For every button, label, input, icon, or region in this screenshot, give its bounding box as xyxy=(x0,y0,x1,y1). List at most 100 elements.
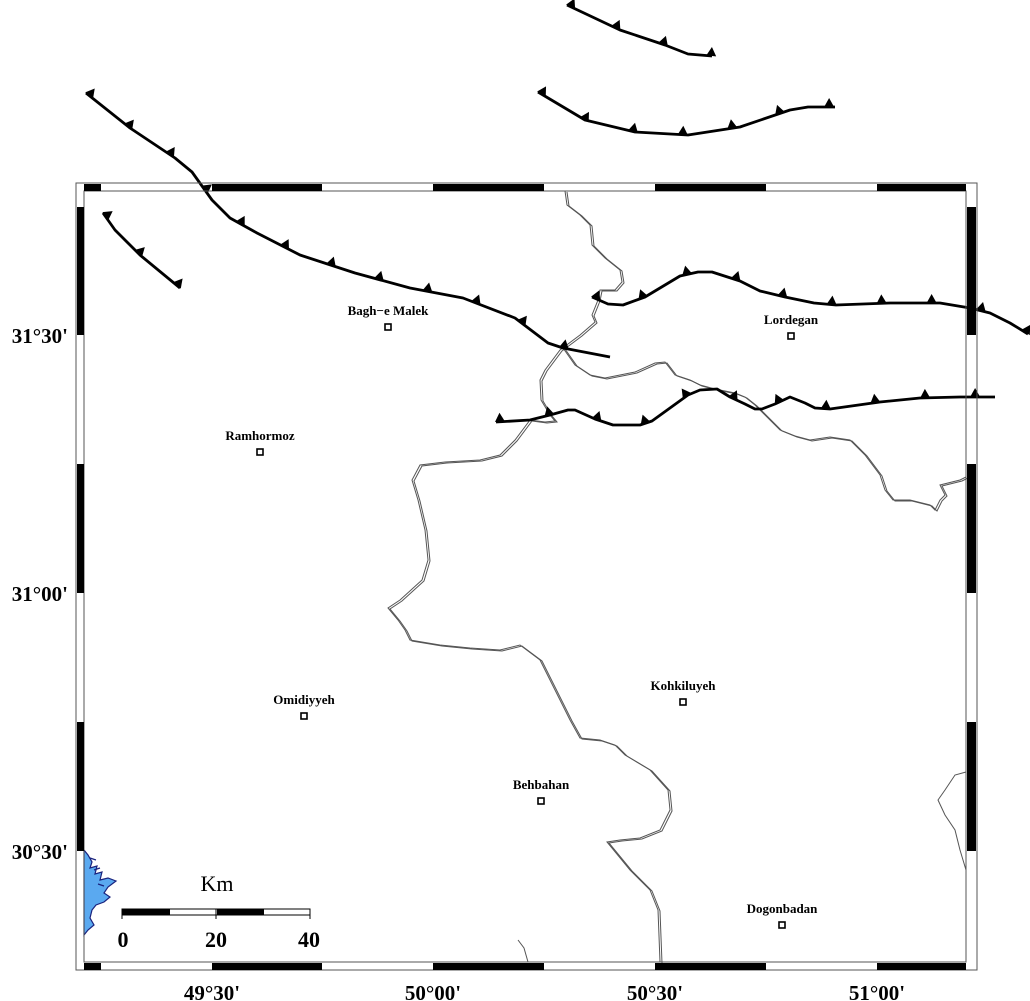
frame-tick xyxy=(77,207,84,335)
thrust-tooth-icon xyxy=(682,265,692,276)
city-marker-icon xyxy=(787,332,795,340)
scale-unit: Km xyxy=(201,871,234,896)
scale-label: 0 xyxy=(118,927,129,952)
thrust-tooth-icon xyxy=(681,388,691,399)
thrust-tooth-icon xyxy=(638,289,648,300)
frame-tick xyxy=(433,963,544,970)
frame-tick xyxy=(877,184,966,191)
thrust-tooth-icon xyxy=(727,119,738,129)
frame-tick xyxy=(84,963,101,970)
city-lordegan[interactable]: Lordegan xyxy=(764,312,819,340)
thrust-tooth-icon xyxy=(537,86,547,97)
thrust-tooth-icon xyxy=(173,278,183,289)
thrust-tooth-icon xyxy=(235,215,245,227)
thrust-tooth-icon xyxy=(495,412,505,423)
river xyxy=(937,771,967,871)
river-bank xyxy=(389,191,673,964)
thrust-tooth-icon xyxy=(728,390,738,401)
thrust-tooth-icon xyxy=(102,211,113,221)
thrust-tooth-icon xyxy=(280,239,289,250)
thrust-tooth-icon xyxy=(422,282,433,293)
fault-line xyxy=(566,3,713,58)
lon-label: 49°30' xyxy=(184,981,240,1001)
city-bagh-e-malek[interactable]: Bagh−e Malek xyxy=(348,303,429,331)
fault-line xyxy=(495,387,995,427)
thrust-tooth-icon xyxy=(777,287,788,298)
thrust-tooth-icon xyxy=(1021,324,1030,336)
city-marker-icon xyxy=(778,921,786,929)
frame-tick xyxy=(77,722,84,851)
city-label: Omidiyyeh xyxy=(273,692,335,707)
city-label: Kohkiluyeh xyxy=(650,678,716,693)
thrust-tooth-icon xyxy=(591,290,601,301)
thrust-tooth-icon xyxy=(876,294,887,304)
scale-bar: Km 0 20 40 xyxy=(118,871,321,952)
thrust-faults xyxy=(85,0,1030,427)
frame-tick xyxy=(77,464,84,593)
fault-line xyxy=(101,212,181,290)
thrust-tooth-icon xyxy=(730,271,741,282)
lon-label: 50°30' xyxy=(627,981,683,1001)
frame-tick xyxy=(212,963,322,970)
fault-line xyxy=(85,91,611,359)
thrust-tooth-icon xyxy=(826,295,837,306)
thrust-tooth-icon xyxy=(580,111,589,123)
thrust-tooth-icon xyxy=(677,125,688,135)
thrust-tooth-icon xyxy=(611,19,621,31)
river xyxy=(562,347,967,511)
lon-label: 50°00' xyxy=(405,981,461,1001)
thrust-tooth-icon xyxy=(201,184,212,194)
thrust-tooth-icon xyxy=(920,388,931,398)
water-body xyxy=(83,848,118,937)
rivers xyxy=(387,190,969,964)
thrust-tooth-icon xyxy=(85,88,95,99)
frame-tick xyxy=(212,184,322,191)
thrust-tooth-icon xyxy=(658,35,668,46)
city-behbahan[interactable]: Behbahan xyxy=(513,777,570,805)
river-bank xyxy=(564,348,969,512)
city-label: Bagh−e Malek xyxy=(348,303,429,318)
city-kohkiluyeh[interactable]: Kohkiluyeh xyxy=(650,678,716,706)
thrust-tooth-icon xyxy=(706,46,717,57)
thrust-tooth-icon xyxy=(326,256,336,267)
thrust-tooth-icon xyxy=(820,399,831,410)
lat-label: 30°30' xyxy=(12,840,68,864)
thrust-tooth-icon xyxy=(544,406,555,417)
city-marker-icon xyxy=(256,448,264,456)
city-omidiyyeh[interactable]: Omidiyyeh xyxy=(273,692,335,720)
thrust-tooth-icon xyxy=(628,122,638,133)
frame-tick xyxy=(655,184,766,191)
frame-tick xyxy=(655,963,766,970)
city-ramhormoz[interactable]: Ramhormoz xyxy=(225,428,295,456)
frame-tick xyxy=(84,184,101,191)
thrust-tooth-icon xyxy=(134,247,145,258)
thrust-tooth-icon xyxy=(926,294,937,303)
fault-line xyxy=(537,90,835,137)
thrust-tooth-icon xyxy=(640,414,651,425)
city-label: Lordegan xyxy=(764,312,819,327)
city-marker-icon xyxy=(679,698,687,706)
frame-tick xyxy=(967,464,976,593)
frame-tick xyxy=(877,963,966,970)
thrust-tooth-icon xyxy=(870,393,881,404)
frame-tick xyxy=(433,184,544,191)
thrust-tooth-icon xyxy=(165,147,175,158)
city-marker-icon xyxy=(384,323,392,331)
city-label: Behbahan xyxy=(513,777,570,792)
map-frame xyxy=(75,182,978,971)
thrust-tooth-icon xyxy=(775,104,785,116)
scale-label: 40 xyxy=(298,927,320,952)
city-marker-icon xyxy=(300,712,308,720)
frame-tick xyxy=(967,722,976,851)
thrust-tooth-icon xyxy=(124,119,134,130)
thrust-tooth-icon xyxy=(558,339,569,350)
river xyxy=(387,190,671,963)
city-dogonbadan[interactable]: Dogonbadan xyxy=(747,901,819,929)
thrust-tooth-icon xyxy=(566,0,576,9)
thrust-tooth-icon xyxy=(970,388,981,397)
thrust-tooth-icon xyxy=(774,393,784,405)
thrust-tooth-icon xyxy=(591,411,602,422)
thrust-tooth-icon xyxy=(824,98,835,107)
city-label: Dogonbadan xyxy=(747,901,819,916)
